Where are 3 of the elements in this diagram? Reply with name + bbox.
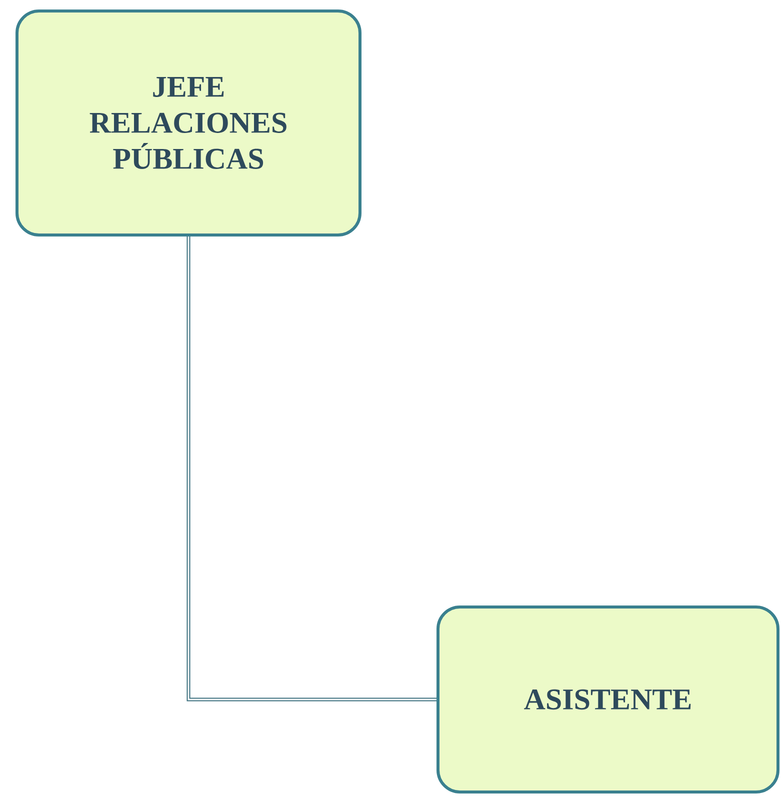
process-box: JEFE RELACIONES PÚBLICAS: [16, 10, 362, 236]
process-box: ASISTENTE: [436, 606, 780, 794]
connector-line: [186, 236, 436, 702]
